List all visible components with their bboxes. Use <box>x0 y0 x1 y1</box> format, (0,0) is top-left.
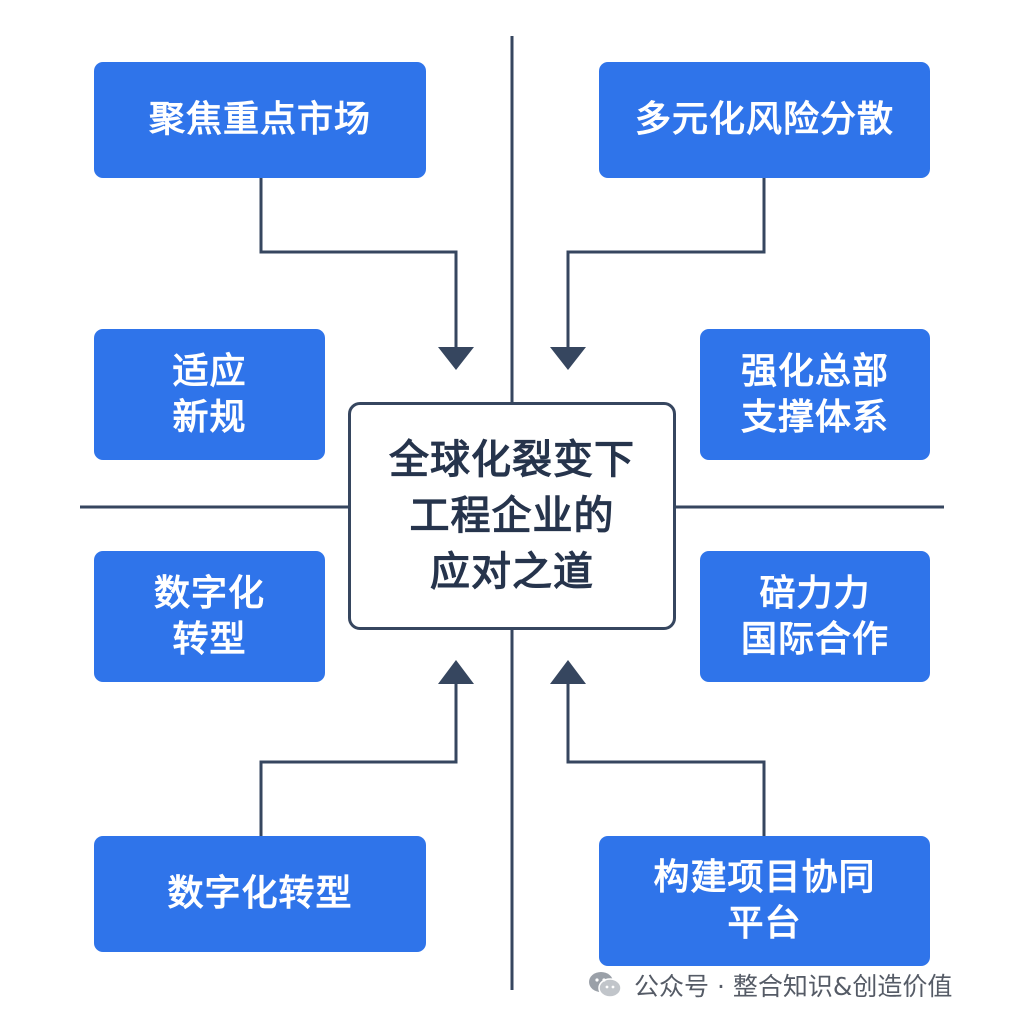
box-text-line: 数字化 <box>153 572 265 614</box>
box-digital-transformation-2line: 数字化 转型 <box>94 551 325 682</box>
box-text-line: 数字化转型 <box>167 873 353 914</box>
box-text-line: 聚焦重点市场 <box>148 99 371 140</box>
center-text-line: 工程企业的 <box>409 493 615 539</box>
box-international-cooperation: 碚力力 国际合作 <box>700 551 930 682</box>
center-text-line: 全球化裂变下 <box>389 437 635 483</box>
connector-top-right <box>566 178 766 350</box>
wechat-icon <box>589 972 622 998</box>
box-adapt-new-rules: 适应 新规 <box>94 329 325 460</box>
box-digital-transformation: 数字化转型 <box>94 836 426 952</box>
arrow-down-left <box>438 347 474 370</box>
box-text-line: 强化总部 <box>740 350 889 392</box>
arrow-up-left <box>438 660 474 684</box>
arrow-down-right <box>550 347 586 370</box>
box-text-line: 转型 <box>172 618 247 660</box>
box-text-line: 碚力力 <box>759 572 871 614</box>
box-project-collaboration-platform: 构建项目协同 平台 <box>599 836 930 966</box>
box-text-line: 国际合作 <box>740 618 889 660</box>
box-diversified-risk: 多元化风险分散 <box>599 62 930 178</box>
box-text-line: 新规 <box>172 396 247 438</box>
watermark: 公众号 · 整合知识&创造价值 <box>588 962 952 1008</box>
connector-bottom-left <box>259 680 458 836</box>
box-text-line: 支撑体系 <box>740 396 889 438</box>
box-focus-key-markets: 聚焦重点市场 <box>94 62 426 178</box>
box-text-line: 平台 <box>727 903 802 944</box>
box-strengthen-hq-support: 强化总部 支撑体系 <box>700 329 930 460</box>
arrow-up-right <box>550 660 586 684</box>
center-text-line: 应对之道 <box>430 549 594 595</box>
box-text-line: 构建项目协同 <box>653 857 876 898</box>
watermark-text: 公众号 · 整合知识&创造价值 <box>634 972 953 1001</box>
center-topic-box: 全球化裂变下 工程企业的 应对之道 <box>348 402 676 630</box>
connector-top-left <box>259 178 458 350</box>
box-text-line: 多元化风险分散 <box>634 99 894 140</box>
box-text-line: 适应 <box>172 350 247 392</box>
connector-bottom-right <box>566 680 766 836</box>
